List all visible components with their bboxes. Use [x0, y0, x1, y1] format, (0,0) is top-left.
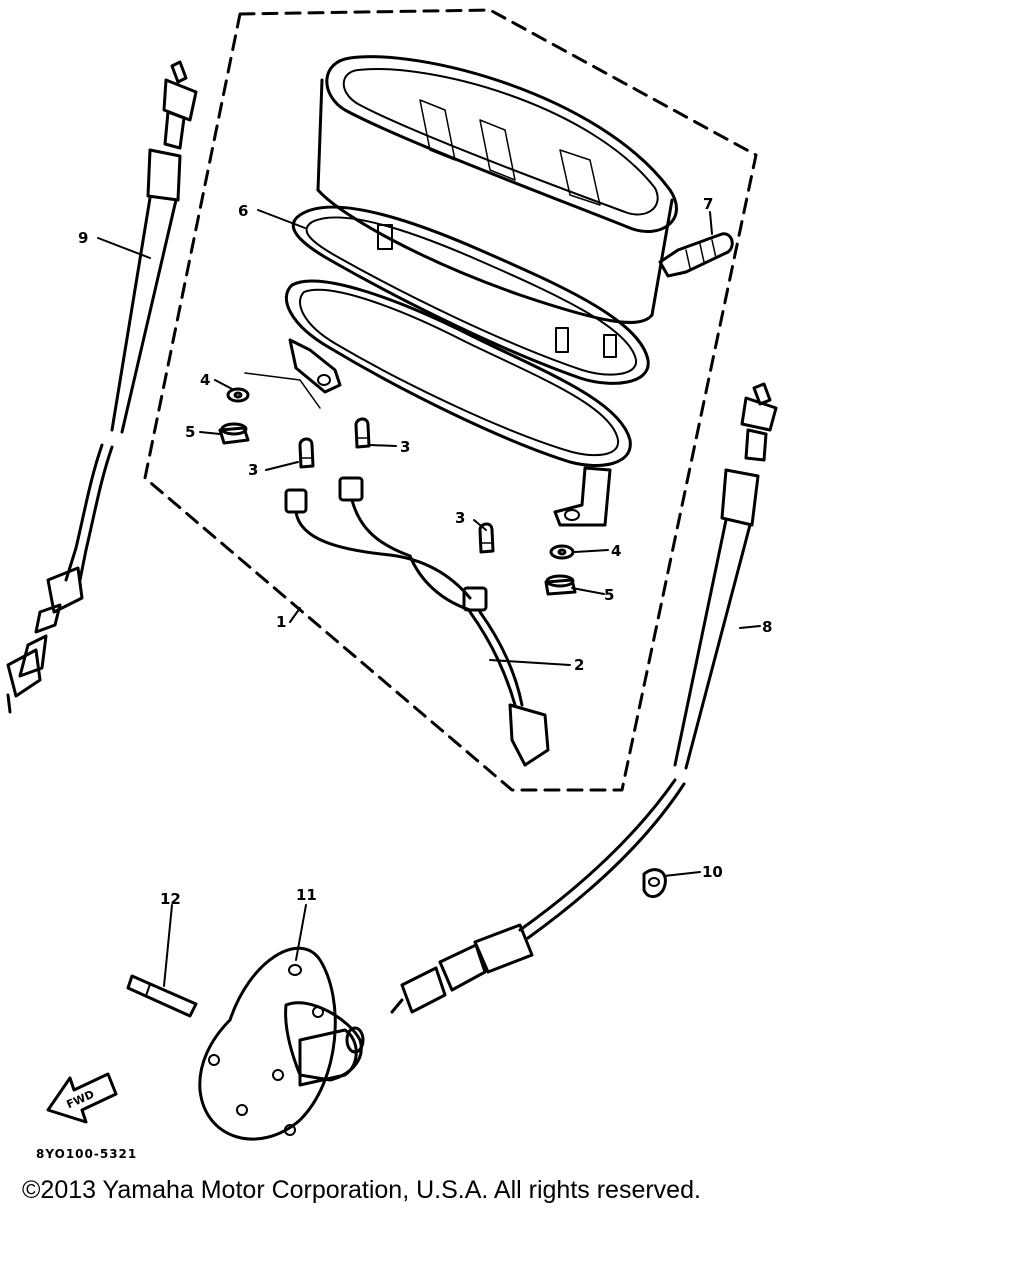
meter-gasket: [291, 205, 650, 385]
bulb-3-right: [478, 522, 495, 554]
speedometer-cable: [6, 60, 198, 714]
callout-6: 6: [238, 202, 248, 220]
cable-clamp: [642, 868, 667, 898]
callout-10: 10: [702, 863, 723, 881]
assembly-boundary: [143, 8, 758, 792]
meter-cable-right: [390, 382, 778, 1014]
callout-12: 12: [160, 890, 181, 908]
callout-8: 8: [762, 618, 772, 636]
dowel-pin: [126, 974, 198, 1018]
reference-code: 8YO100-5321: [36, 1147, 137, 1161]
callout-11: 11: [296, 886, 317, 904]
callout-2: 2: [574, 656, 584, 674]
wiring-harness: [284, 476, 550, 767]
bulb-3-left: [298, 437, 315, 469]
callout-5-right: 5: [604, 586, 614, 604]
fwd-label: FWD: [65, 1088, 97, 1112]
callout-5-left: 5: [185, 423, 195, 441]
meter-gear-unit: [198, 946, 365, 1141]
callout-1: 1: [276, 613, 286, 631]
callout-4-left: 4: [200, 371, 210, 389]
trip-meter-knob: [658, 232, 734, 278]
washer-4-right: [549, 544, 575, 560]
callout-4-right: 4: [611, 542, 621, 560]
callout-3-middle: 3: [400, 438, 410, 456]
callout-3-right: 3: [455, 509, 465, 527]
meter-case: [284, 279, 632, 527]
washer-4-left: [226, 387, 250, 403]
nut-5-right: [544, 574, 577, 596]
callout-7: 7: [703, 195, 713, 213]
copyright-notice: ©2013 Yamaha Motor Corporation, U.S.A. A…: [22, 1176, 701, 1204]
meter-housing: [316, 55, 678, 358]
callout-9: 9: [78, 229, 88, 247]
callout-3-left: 3: [248, 461, 258, 479]
leader-lines: [97, 209, 761, 987]
forward-arrow-icon: [46, 1072, 118, 1124]
nut-5-left: [218, 422, 250, 445]
bulb-3-middle: [354, 417, 371, 449]
